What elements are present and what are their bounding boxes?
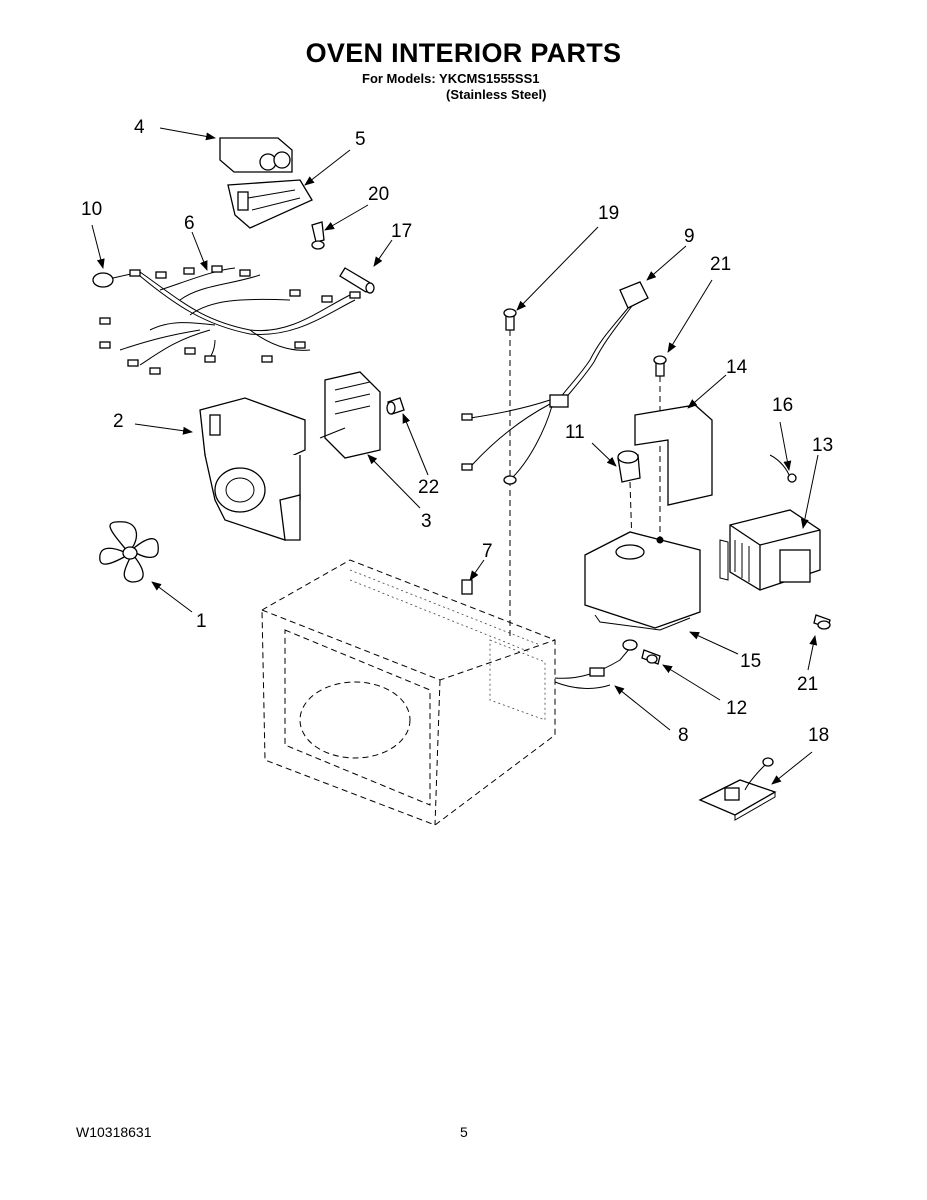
- callout-15: 15: [740, 651, 762, 672]
- callout-1: 1: [196, 611, 207, 632]
- part-screw-22: [386, 397, 405, 415]
- part-thermal-protector: [617, 450, 641, 546]
- document-number: W10318631: [76, 1124, 152, 1140]
- oven-cavity-outline: [261, 559, 556, 826]
- part-transformer: [719, 509, 821, 591]
- callout-9: 9: [684, 226, 695, 247]
- callout-17: 17: [391, 221, 413, 242]
- part-screw-21-top: [653, 355, 667, 540]
- part-magnetron-plate: [584, 531, 701, 631]
- callout-22: 22: [418, 477, 440, 498]
- callout-21-bottom: 21: [797, 674, 819, 695]
- part-bracket-14: [634, 404, 713, 506]
- callout-12: 12: [726, 698, 748, 719]
- callout-3: 3: [421, 511, 432, 532]
- callout-16: 16: [772, 395, 794, 416]
- part-screw-12: [641, 649, 661, 665]
- part-capacitor: [219, 137, 293, 173]
- part-air-guide: [199, 397, 306, 541]
- part-circuit-board: [698, 757, 777, 821]
- model-number-line: For Models: YKCMS1555SS1: [362, 71, 540, 86]
- part-capacitor-bracket: [227, 179, 313, 229]
- callout-20: 20: [368, 184, 390, 205]
- callout-19: 19: [598, 203, 620, 224]
- callout-4: 4: [134, 117, 145, 138]
- callout-13: 13: [812, 435, 834, 456]
- callout-6: 6: [184, 213, 195, 234]
- part-fuse: [339, 267, 375, 294]
- callout-11: 11: [565, 422, 585, 443]
- page-number: 5: [460, 1124, 468, 1140]
- callout-2: 2: [113, 411, 124, 432]
- callout-14: 14: [726, 357, 748, 378]
- part-fan-motor: [319, 371, 381, 459]
- callout-18: 18: [808, 725, 830, 746]
- part-ground-wire: [554, 639, 638, 689]
- finish-line: (Stainless Steel): [446, 87, 547, 102]
- part-screw-19: [503, 308, 517, 640]
- part-switch: [461, 579, 473, 595]
- callout-7: 7: [482, 541, 493, 562]
- callout-21-top: 21: [710, 254, 732, 275]
- callout-10: 10: [81, 199, 103, 220]
- part-wire-16: [769, 454, 797, 483]
- callout-8: 8: [678, 725, 689, 746]
- callout-5: 5: [355, 129, 366, 150]
- page-title: OVEN INTERIOR PARTS: [305, 38, 622, 68]
- callout-leaders: [91, 127, 819, 785]
- part-screw-20: [311, 221, 325, 250]
- part-power-cord: [461, 281, 649, 485]
- part-fan-blade: [99, 521, 159, 583]
- part-screw-21-bottom: [813, 614, 831, 630]
- part-wire-harness: [99, 265, 361, 375]
